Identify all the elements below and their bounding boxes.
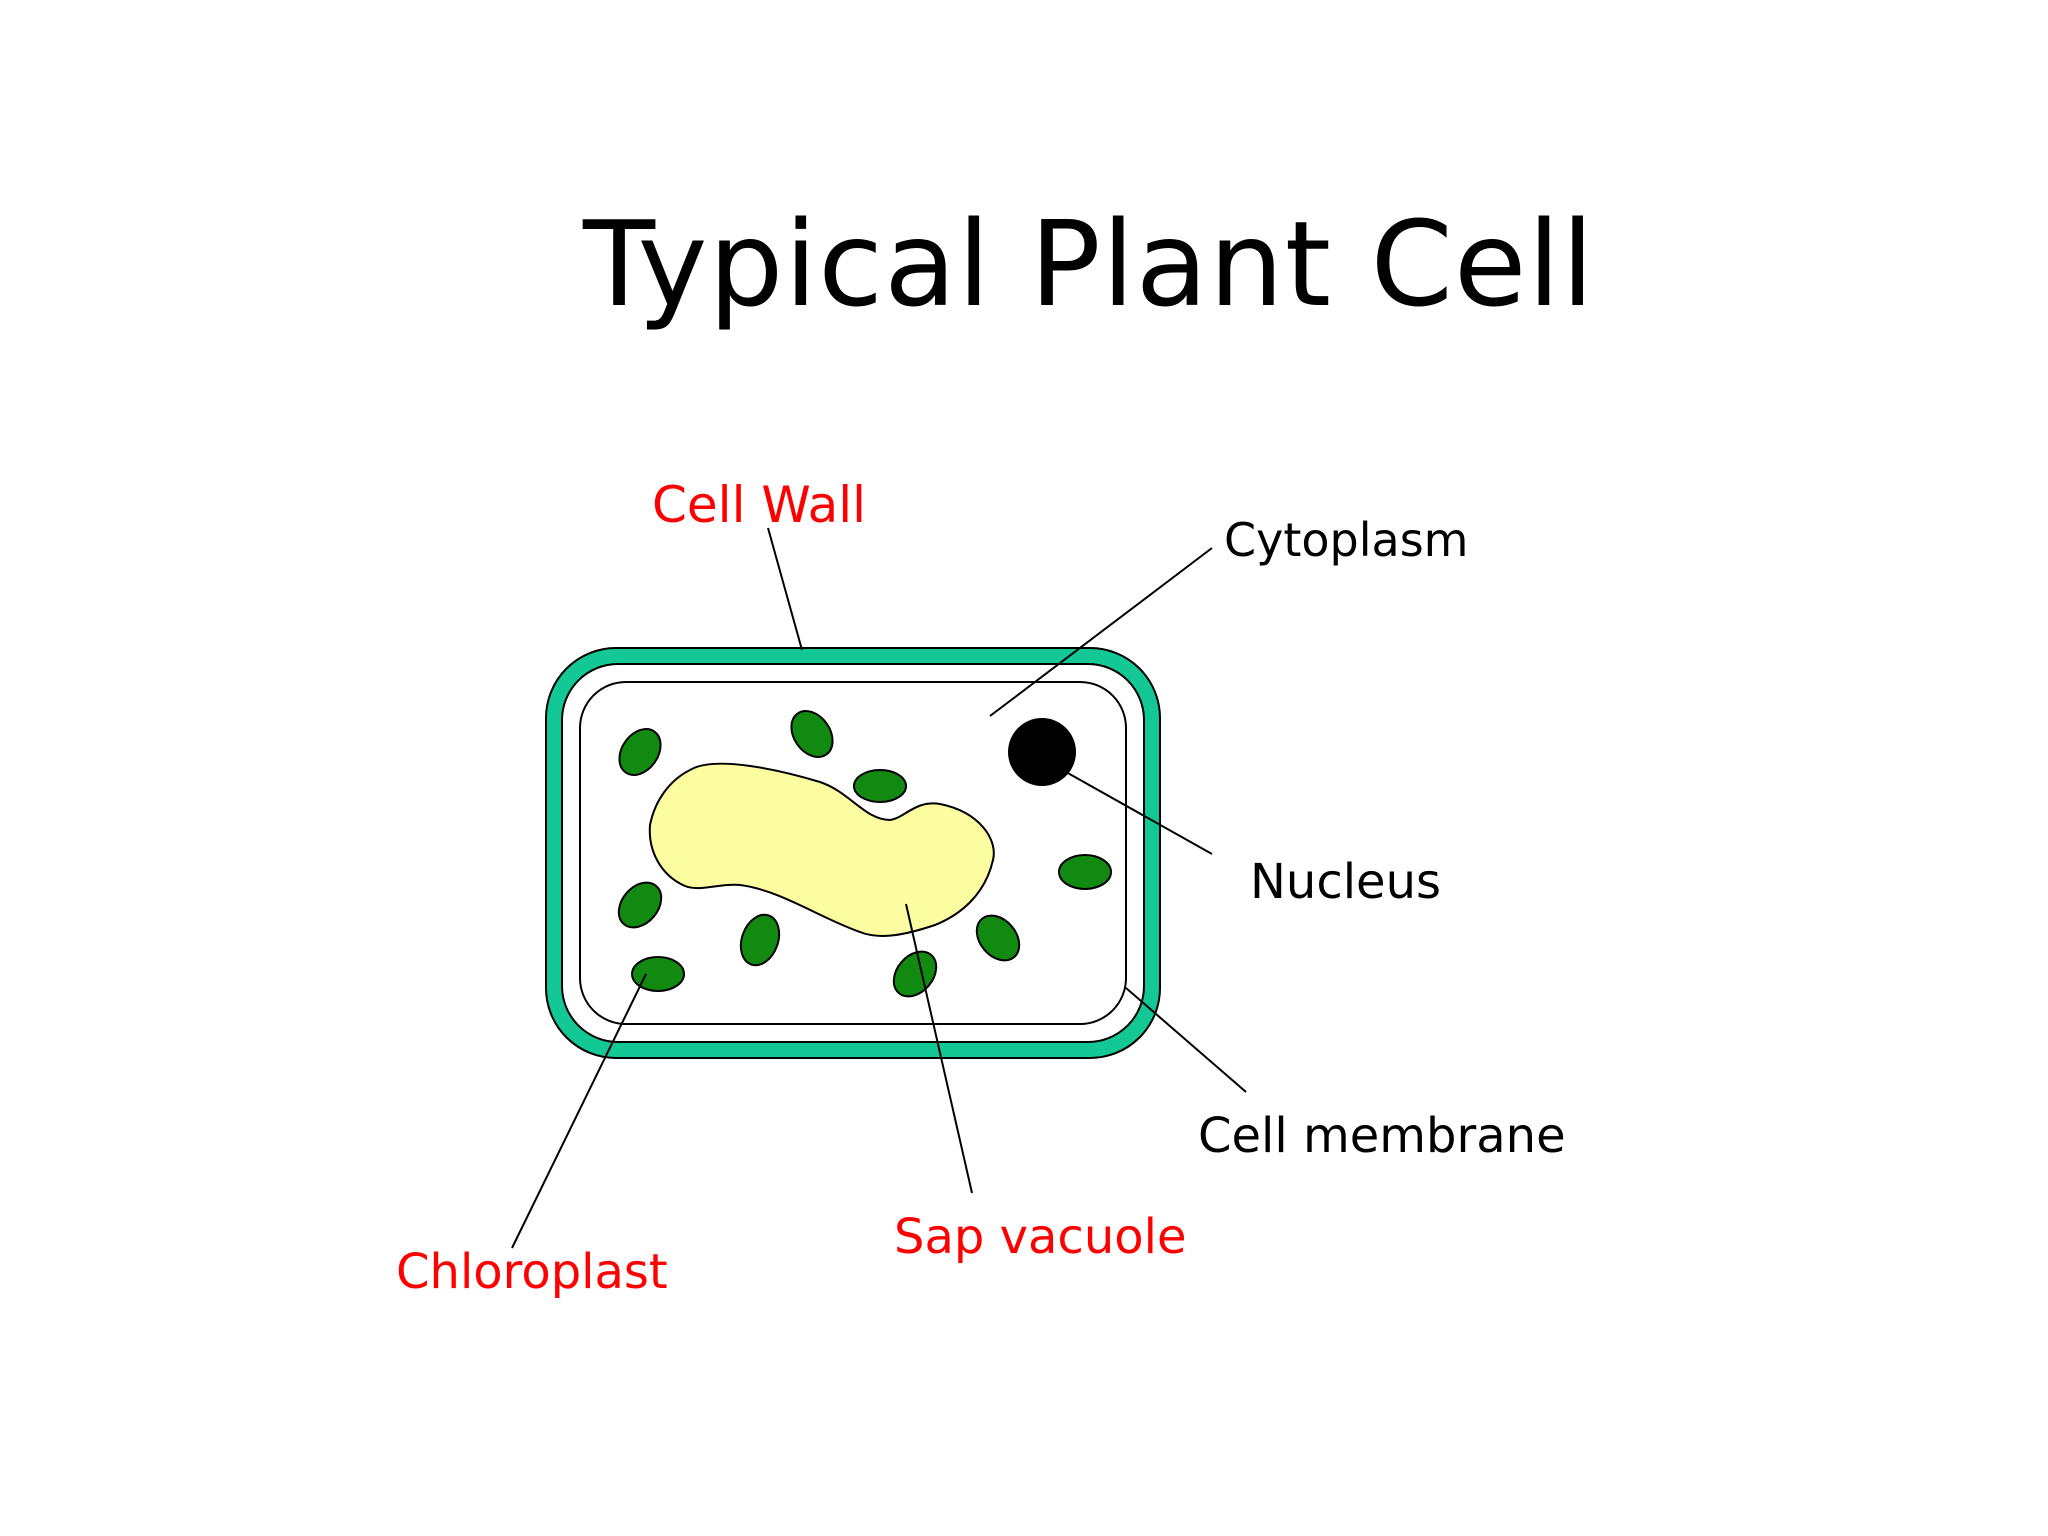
label-nucleus: Nucleus — [1250, 854, 1441, 910]
chloroplast — [853, 769, 907, 803]
label-cell-membrane: Cell membrane — [1198, 1108, 1566, 1164]
cell-membrane-leader — [1125, 987, 1247, 1093]
chloroplast — [631, 956, 685, 992]
cytoplasm-leader — [989, 547, 1213, 717]
chloroplasts — [617, 710, 1112, 998]
chloroplast — [618, 728, 662, 776]
chloroplast — [790, 710, 834, 758]
nucleus — [1008, 718, 1076, 786]
chloroplast — [892, 950, 938, 998]
label-sap-vacuole: Sap vacuole — [894, 1209, 1186, 1265]
chloroplast — [1058, 854, 1112, 890]
chloroplast — [975, 914, 1021, 962]
chloroplast-leader — [511, 973, 647, 1249]
diagram-title: Typical Plant Cell — [582, 195, 1596, 333]
nucleus-leader — [1065, 771, 1213, 855]
chloroplast — [739, 913, 781, 967]
sap-vacuole-leader — [905, 903, 973, 1194]
label-cell-wall: Cell Wall — [652, 476, 866, 534]
chloroplast — [617, 881, 663, 929]
label-chloroplast: Chloroplast — [396, 1244, 668, 1300]
cell-wall-leader — [767, 527, 803, 651]
label-cytoplasm: Cytoplasm — [1224, 513, 1468, 567]
sap-vacuole — [648, 762, 995, 937]
